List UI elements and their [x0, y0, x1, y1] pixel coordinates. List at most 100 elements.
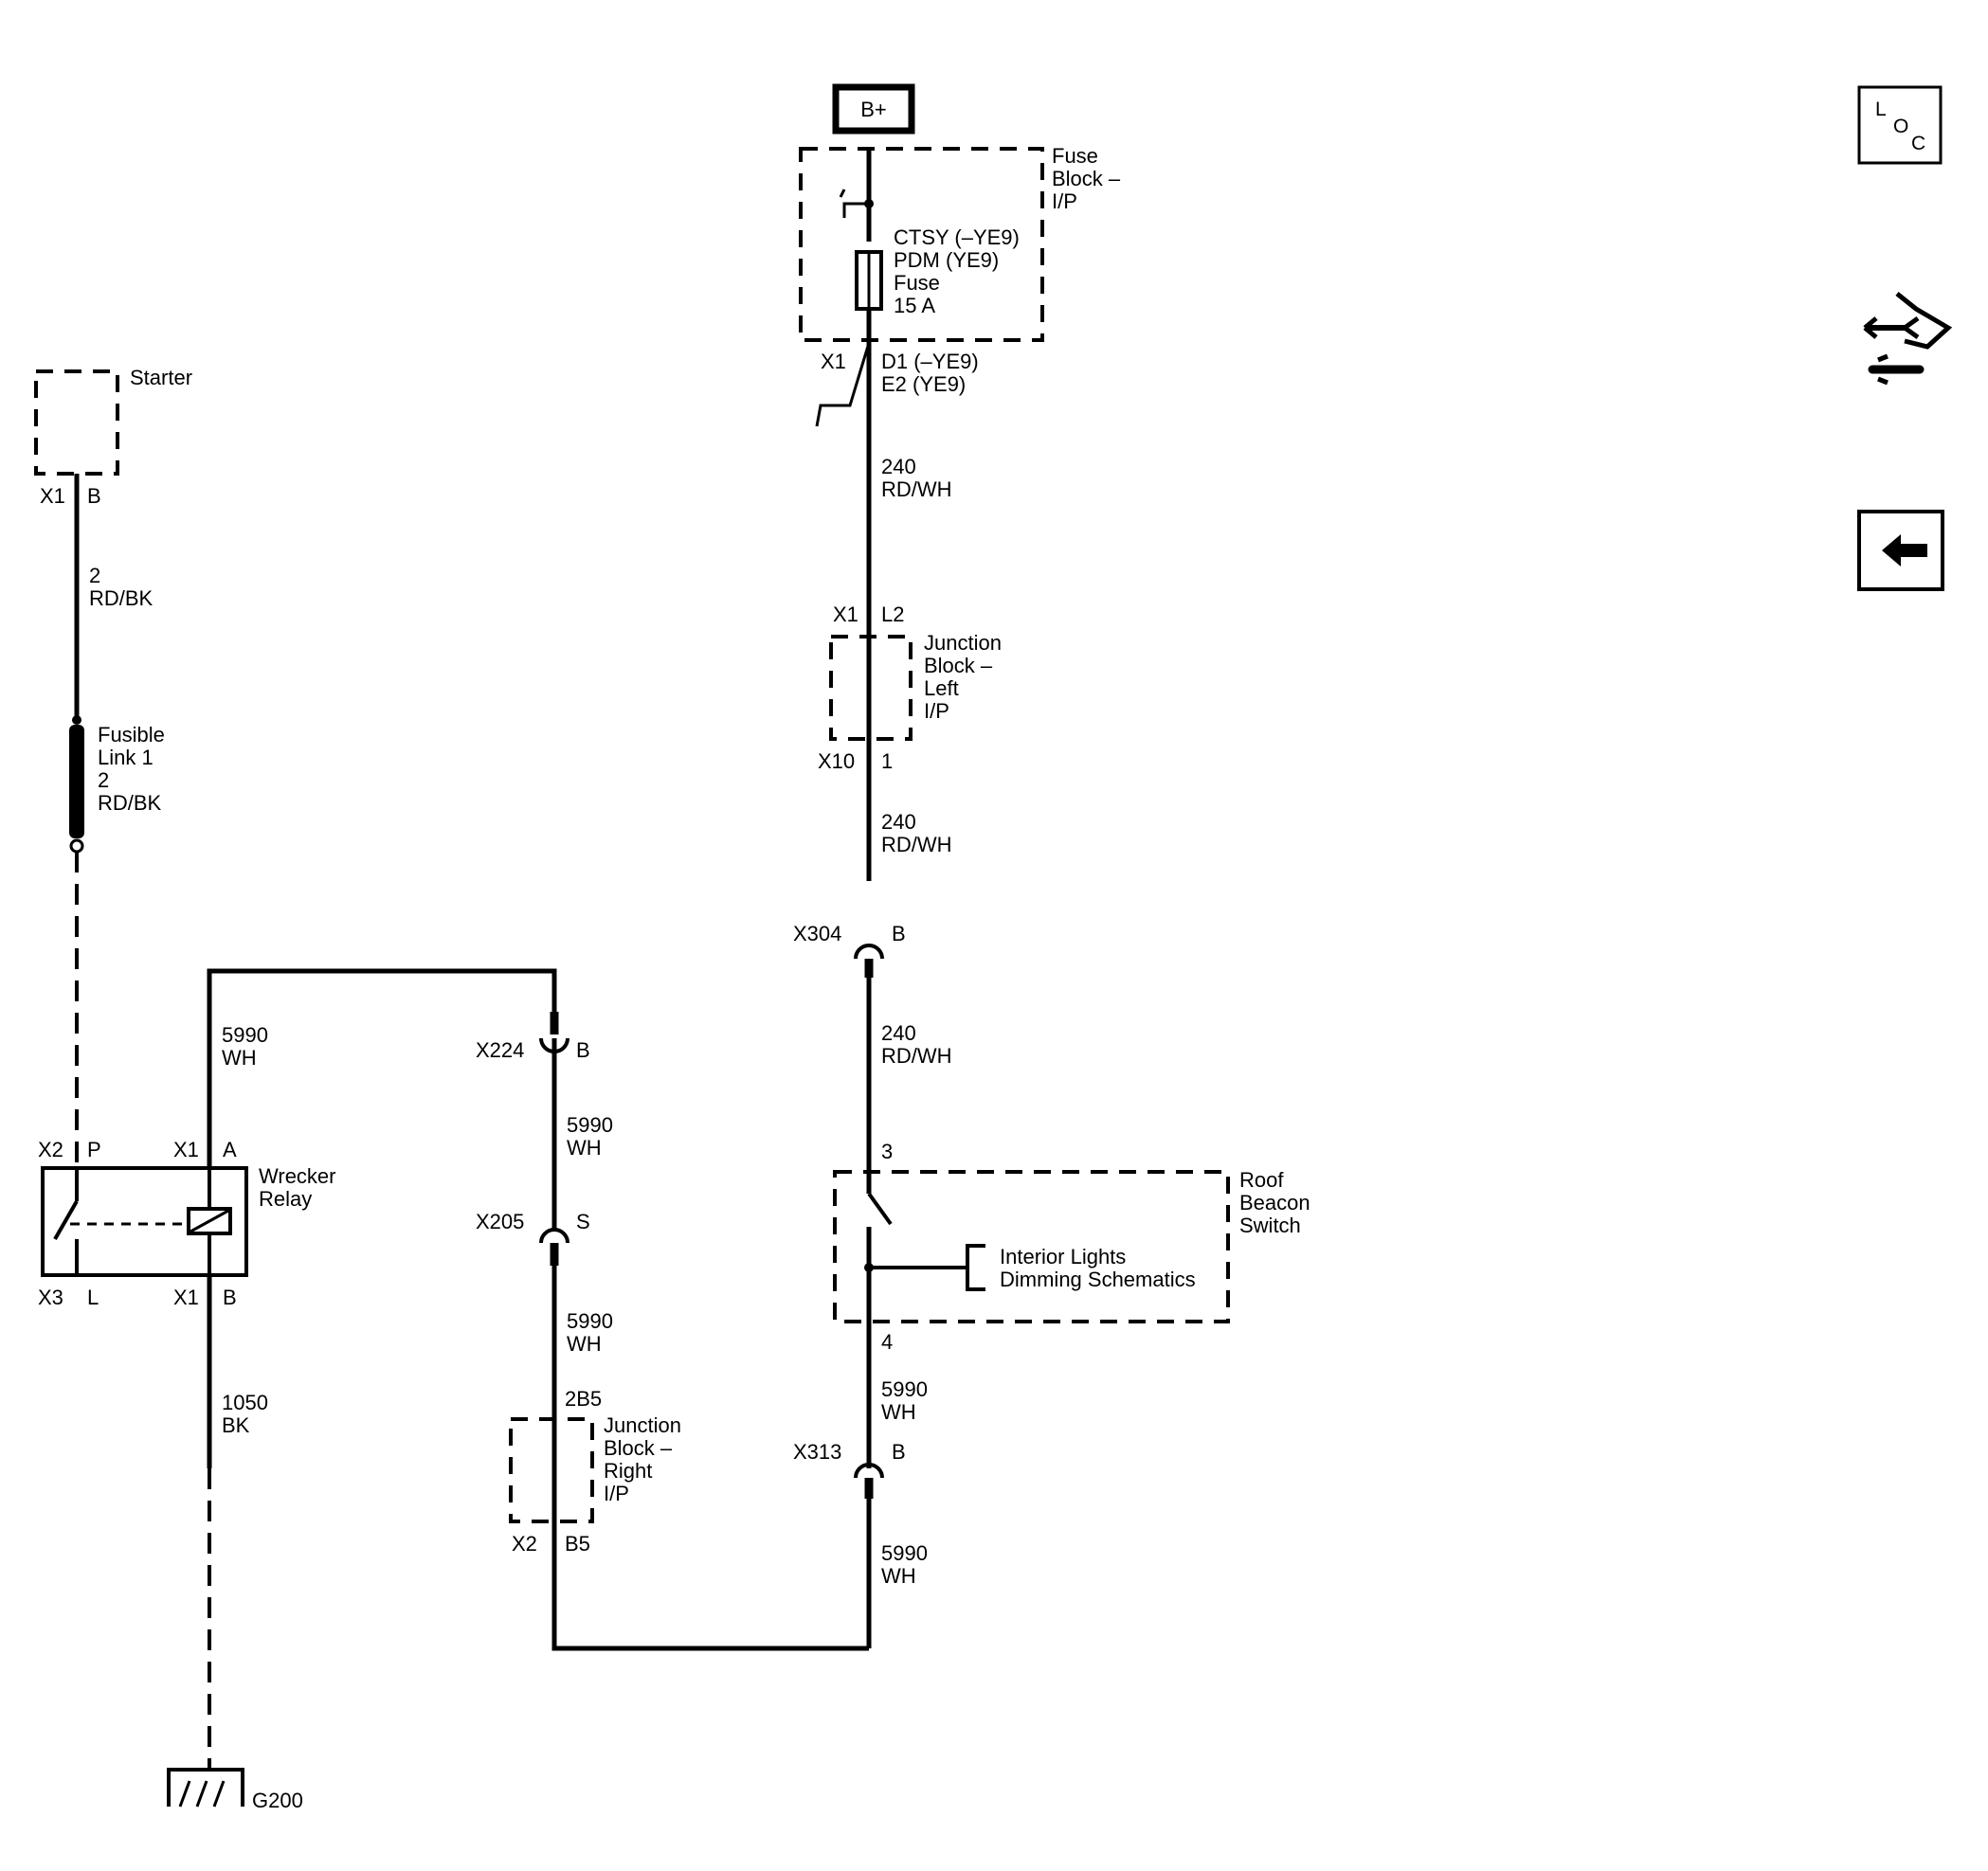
svg-text:5990: 5990	[222, 1023, 268, 1047]
wire-240-a-number: 240	[881, 455, 916, 478]
wrecker-relay: Wrecker Relay X2 P X1 A X3 L X1 B	[38, 1138, 336, 1309]
svg-text:3: 3	[881, 1140, 893, 1163]
svg-text:X205: X205	[476, 1210, 524, 1233]
svg-text:X1: X1	[173, 1286, 199, 1309]
svg-text:L: L	[1875, 99, 1887, 120]
svg-text:O: O	[1893, 116, 1908, 137]
junction-block-right: 2B5 Junction Block – Right I/P X2 B5	[509, 1387, 681, 1648]
svg-text:X304: X304	[793, 922, 841, 945]
svg-text:2: 2	[98, 768, 109, 792]
fuse-block-label-2: Block –	[1052, 167, 1121, 190]
svg-text:1050: 1050	[222, 1391, 268, 1414]
fuse-block-output: X1 D1 (–YE9) E2 (YE9) 240 RD/WH	[815, 341, 979, 501]
svg-text:WH: WH	[567, 1136, 602, 1160]
fuse-label-3: Fuse	[894, 271, 940, 295]
fuse-label-2: PDM (YE9)	[894, 248, 999, 272]
fuse-block-label-3: I/P	[1052, 189, 1077, 213]
connector-tool-icon[interactable]	[1863, 292, 1953, 386]
svg-text:WH: WH	[567, 1332, 602, 1356]
svg-text:L: L	[87, 1286, 99, 1309]
svg-text:5990: 5990	[567, 1309, 613, 1333]
svg-text:2B5: 2B5	[565, 1387, 602, 1411]
svg-text:5990: 5990	[567, 1113, 613, 1137]
svg-text:Link 1: Link 1	[98, 746, 154, 769]
svg-text:P: P	[87, 1138, 101, 1161]
svg-text:A: A	[223, 1138, 237, 1161]
interior-lights-ref[interactable]: Interior Lights	[1000, 1245, 1126, 1268]
junction-block-left: X1 L2 Junction Block – Left I/P X10 1 24…	[818, 474, 1002, 881]
svg-text:4: 4	[881, 1330, 893, 1354]
svg-text:Dimming Schematics[interactable]: Dimming Schematics	[1000, 1268, 1196, 1291]
fusible-link: Fusible Link 1 2 RD/BK	[69, 715, 165, 1163]
svg-text:X2: X2	[38, 1138, 63, 1161]
svg-text:X1: X1	[821, 350, 846, 373]
svg-text:Starter: Starter	[130, 366, 192, 389]
svg-text:WH: WH	[881, 1564, 916, 1588]
svg-text:RD/WH: RD/WH	[881, 1044, 952, 1068]
svg-text:1: 1	[881, 749, 893, 773]
starter: Starter X1 B 2 RD/BK	[34, 366, 192, 720]
svg-text:X3: X3	[38, 1286, 63, 1309]
fuse-block-label-1: Fuse	[1052, 144, 1098, 168]
svg-text:WH: WH	[881, 1400, 916, 1424]
svg-text:S: S	[576, 1210, 590, 1233]
svg-text:5990: 5990	[881, 1377, 928, 1401]
svg-text:Junction: Junction	[604, 1413, 681, 1437]
svg-text:I/P: I/P	[604, 1482, 629, 1505]
svg-text:Block –: Block –	[924, 654, 993, 677]
svg-text:Relay: Relay	[259, 1187, 312, 1211]
connector-x205: X205 S 5990 WH	[476, 1210, 613, 1421]
svg-text:Junction: Junction	[924, 631, 1002, 655]
b-plus-terminal: B+	[832, 83, 915, 135]
svg-text:RD/BK: RD/BK	[98, 791, 162, 815]
svg-text:X1: X1	[40, 484, 65, 508]
back-arrow-icon[interactable]	[1857, 510, 1944, 591]
connector-x304: X304 B 240 RD/WH	[793, 922, 952, 1175]
svg-text:Left: Left	[924, 676, 959, 700]
svg-text:B: B	[87, 484, 101, 508]
svg-text:E2 (YE9): E2 (YE9)	[881, 372, 966, 396]
locator-icon[interactable]: L O C	[1857, 85, 1943, 165]
svg-text:X1: X1	[833, 603, 858, 626]
svg-text:B: B	[223, 1286, 237, 1309]
svg-text:X313: X313	[793, 1440, 841, 1464]
svg-text:X224: X224	[476, 1038, 524, 1062]
svg-text:2: 2	[89, 564, 100, 587]
svg-text:X10: X10	[818, 749, 855, 773]
svg-text:B: B	[576, 1038, 590, 1062]
svg-text:240: 240	[881, 1021, 916, 1045]
wire-240-a-color: RD/WH	[881, 477, 952, 501]
ground-circuit: 1050 BK G200	[167, 1275, 303, 1812]
fuse-label-1: CTSY (–YE9)	[894, 225, 1020, 249]
svg-text:B: B	[892, 922, 906, 945]
svg-text:Beacon: Beacon	[1239, 1191, 1310, 1214]
svg-text:X2: X2	[512, 1532, 537, 1556]
svg-text:B5: B5	[565, 1532, 590, 1556]
svg-text:X1: X1	[173, 1138, 199, 1161]
svg-text:D1 (–YE9): D1 (–YE9)	[881, 350, 979, 373]
svg-text:Switch: Switch	[1239, 1214, 1301, 1237]
svg-text:C: C	[1911, 133, 1925, 154]
roof-beacon-switch: 3 Roof Beacon Switch Interior Lights Dim…	[833, 1140, 1310, 1468]
svg-text:WH: WH	[222, 1046, 257, 1070]
ground-g200-symbol	[167, 1768, 244, 1808]
connector-x313: X313 B 5990 WH	[793, 1440, 928, 1648]
svg-text:Block –: Block –	[604, 1436, 673, 1460]
svg-text:Wrecker: Wrecker	[259, 1164, 336, 1188]
svg-text:G200: G200	[252, 1789, 303, 1812]
svg-text:Fusible: Fusible	[98, 723, 165, 747]
svg-text:I/P: I/P	[924, 699, 949, 723]
connector-x224: X224 B 5990 WH	[476, 1012, 613, 1230]
svg-text:B: B	[892, 1440, 906, 1464]
bottom-bus-wire	[551, 1445, 869, 1651]
svg-text:L2: L2	[881, 603, 904, 626]
relay-feed-wire	[207, 968, 557, 1168]
svg-text:RD/WH: RD/WH	[881, 833, 952, 856]
svg-text:Roof: Roof	[1239, 1168, 1284, 1192]
fuse-label-4: 15 A	[894, 294, 935, 317]
svg-text:B+: B+	[860, 98, 887, 121]
svg-text:BK: BK	[222, 1413, 250, 1437]
svg-text:5990: 5990	[881, 1541, 928, 1565]
svg-text:240: 240	[881, 810, 916, 834]
